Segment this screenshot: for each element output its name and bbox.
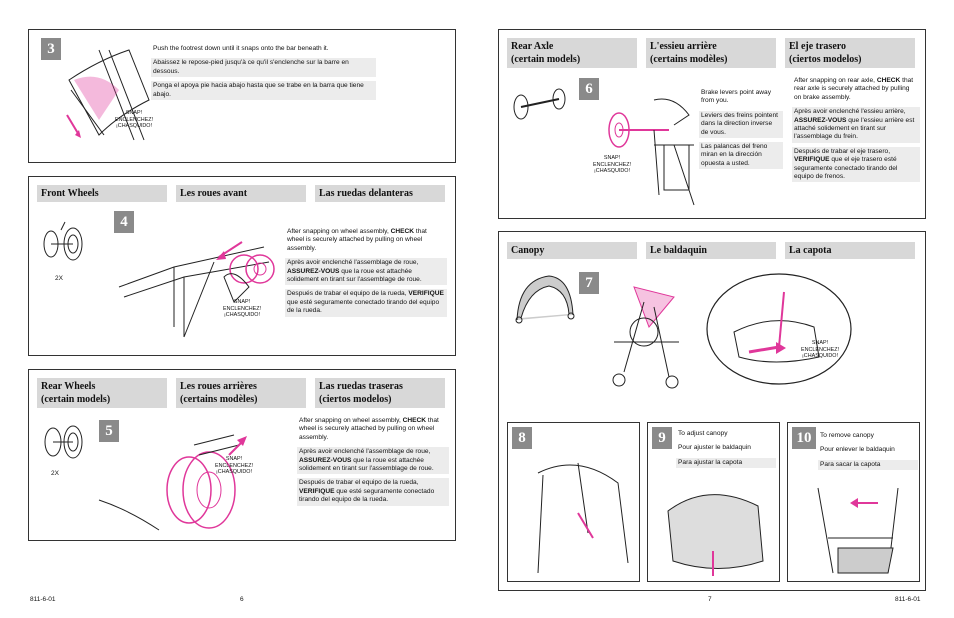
- header-rear-wheels: Rear Wheels(certain models): [37, 378, 167, 408]
- step-5-panel: Rear Wheels(certain models) Les roues ar…: [28, 369, 456, 541]
- step-number: 3: [41, 38, 61, 60]
- canopy-adjust-closeup: [658, 481, 773, 581]
- step-8-box: 8: [507, 422, 640, 582]
- doc-code-left: 811-6-01: [30, 596, 56, 603]
- snap-callout: SNAP! ENCLENCHEZ! ¡CHASQUIDO!: [209, 456, 259, 476]
- brake-direction-text: Brake levers point away from you. Levier…: [699, 88, 783, 173]
- header-front-wheels: Front Wheels: [37, 185, 167, 202]
- step-5-text: After snapping on wheel assembly, CHECK …: [297, 416, 449, 510]
- header-ruedas-delanteras: Las ruedas delanteras: [315, 185, 445, 202]
- rear-wheel-part-icon: [41, 420, 91, 470]
- step-3-text: Push the footrest down until it snaps on…: [151, 44, 376, 104]
- quantity-label: 2X: [55, 275, 63, 282]
- page-number-right: 7: [708, 596, 712, 603]
- step-number: 8: [512, 427, 532, 449]
- rear-wheel-illustration: [99, 420, 299, 535]
- header-eje-trasero: El eje trasero(ciertos modelos): [785, 38, 915, 68]
- rear-axle-part-icon: [511, 85, 571, 125]
- step-4-text: After snapping on wheel assembly, CHECK …: [285, 227, 447, 321]
- footrest-illustration: [59, 40, 159, 150]
- canopy-adjust-illustration: [518, 453, 633, 578]
- page-number-left: 6: [240, 596, 244, 603]
- canopy-attach-closeup: [704, 272, 854, 387]
- header-roues-arrieres: Les roues arrières(certains modèles): [176, 378, 306, 408]
- rear-axle-illustration: [594, 85, 714, 210]
- quantity-label: 2X: [51, 470, 59, 477]
- snap-callout: SNAP! ENCLENCHEZ! ¡CHASQUIDO!: [794, 340, 846, 360]
- header-canopy: Canopy: [507, 242, 637, 259]
- snap-callout: SNAP! ENCLENCHEZ! ¡CHASQUIDO!: [217, 299, 267, 319]
- header-ruedas-traseras: Las ruedas traseras(ciertos modelos): [315, 378, 445, 408]
- canopy-part-icon: [509, 270, 579, 330]
- step-7-10-panel: Canopy Le baldaquin La capota 7 SNAP! EN…: [498, 231, 926, 591]
- step-6-text: After snapping on rear axle, CHECK that …: [792, 76, 920, 186]
- step-9-text: To adjust canopy Pour ajuster le baldaqu…: [676, 429, 776, 472]
- step-10-box: 10 To remove canopy Pour enlever le bald…: [787, 422, 920, 582]
- step-4-panel: Front Wheels Les roues avant Las ruedas …: [28, 176, 456, 356]
- canopy-remove-illustration: [798, 478, 913, 578]
- snap-callout: SNAP! ENCLENCHEZ! ¡CHASQUIDO!: [109, 110, 159, 130]
- header-capota: La capota: [785, 242, 915, 259]
- front-wheel-part-icon: [41, 222, 91, 272]
- snap-callout: SNAP! ENCLENCHEZ! ¡CHASQUIDO!: [587, 155, 637, 175]
- doc-code-right: 811-6-01: [895, 596, 921, 603]
- front-wheel-illustration: [114, 217, 284, 347]
- header-rear-axle: Rear Axle(certain models): [507, 38, 637, 68]
- step-9-box: 9 To adjust canopy Pour ajuster le balda…: [647, 422, 780, 582]
- canopy-stroller-illustration: [594, 272, 694, 392]
- step-10-text: To remove canopy Pour enlever le baldaqu…: [818, 431, 918, 474]
- step-3-panel: 3 SNAP! ENCLENCHEZ! ¡CHASQUIDO! Push the…: [28, 29, 456, 163]
- step-number: 10: [792, 427, 816, 449]
- step-6-panel: Rear Axle(certain models) L'essieu arriè…: [498, 29, 926, 219]
- header-baldaquin: Le baldaquin: [646, 242, 776, 259]
- header-essieu-arriere: L'essieu arrière(certains modèles): [646, 38, 776, 68]
- step-number: 9: [652, 427, 672, 449]
- header-roues-avant: Les roues avant: [176, 185, 306, 202]
